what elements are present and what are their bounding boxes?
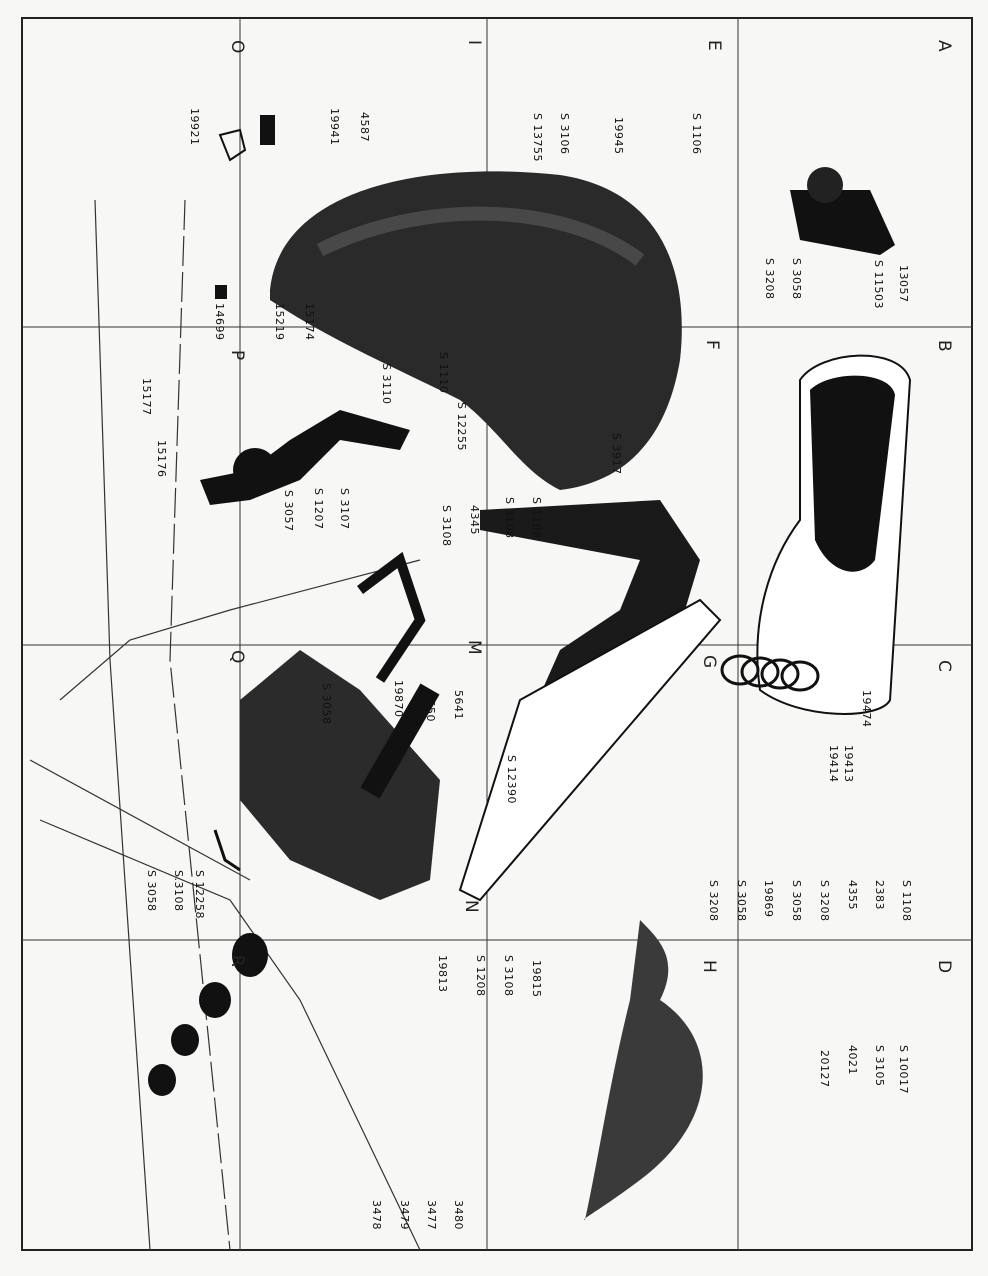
part-label: S 3105 xyxy=(873,1045,886,1087)
sheet-frame xyxy=(21,17,973,1251)
part-19921 xyxy=(218,128,247,162)
part-label: 5641 xyxy=(452,690,465,720)
part-label: S 3108 xyxy=(440,505,453,547)
part-15174-lever xyxy=(200,410,410,505)
part-13057 xyxy=(790,190,895,255)
part-label: 3480 xyxy=(452,1200,465,1230)
part-label: S 11503 xyxy=(872,260,885,309)
part-label: 19945 xyxy=(612,117,625,155)
part-label: S 3058 xyxy=(735,880,748,922)
part-label: S 1106 xyxy=(690,113,703,155)
grid-letter-b: B xyxy=(934,340,954,352)
part-19945-mudguard xyxy=(270,171,682,490)
part-label: 19813 xyxy=(436,955,449,993)
part-label: 19474 xyxy=(860,690,873,728)
part-label: S 12258 xyxy=(193,870,206,919)
part-label: 4587 xyxy=(358,112,371,142)
grid-letter-o: O xyxy=(227,40,247,54)
part-19815-footboard xyxy=(458,598,722,902)
grid-letter-q: Q xyxy=(227,650,247,664)
part-label: 14699 xyxy=(213,303,226,341)
part-bracket xyxy=(240,650,440,900)
part-label: S 3917 xyxy=(610,433,623,475)
part-label: 15177 xyxy=(140,378,153,416)
part-washers xyxy=(148,933,268,1096)
part-label: 5650 xyxy=(424,692,437,722)
part-14699 xyxy=(215,285,227,299)
grid-letter-c: C xyxy=(934,660,954,672)
part-label: S 3058 xyxy=(790,880,803,922)
part-label: S 1108 xyxy=(530,497,543,539)
grid-letter-f: F xyxy=(702,340,722,350)
part-label: 15174 xyxy=(303,303,316,341)
part-label: 19413 xyxy=(842,745,855,783)
part-19413-spring xyxy=(720,654,820,692)
part-label: 20127 xyxy=(818,1050,831,1088)
part-20127-cover xyxy=(584,920,703,1220)
grid-letter-h: H xyxy=(699,960,719,973)
part-label: S 3108 xyxy=(503,497,516,539)
part-label: S.3108 xyxy=(172,870,185,912)
grid-letter-m: M xyxy=(464,640,484,655)
part-label: S 3058 xyxy=(145,870,158,912)
part-label: S 3106 xyxy=(558,113,571,155)
part-label: S 3058 xyxy=(790,258,803,300)
part-19941 xyxy=(260,115,275,145)
grid-letter-i: I xyxy=(464,40,484,46)
part-label: 2383 xyxy=(873,880,886,910)
part-label: S 1208 xyxy=(474,955,487,997)
part-label: 4021 xyxy=(846,1045,859,1075)
part-label: 3477 xyxy=(425,1200,438,1230)
part-label: S 10017 xyxy=(897,1045,910,1094)
part-label: S 1110 xyxy=(437,352,450,394)
part-label: S 1207 xyxy=(312,488,325,530)
part-label: S 3208 xyxy=(707,880,720,922)
grid-letter-a: A xyxy=(934,40,954,52)
part-label: S 3108 xyxy=(502,955,515,997)
part-5650-shaft xyxy=(360,683,440,799)
part-label: 19815 xyxy=(530,960,543,998)
part-label: 4345 xyxy=(468,505,481,535)
part-label: 19414 xyxy=(827,745,840,783)
grid-letter-n: N xyxy=(461,900,481,913)
grid-letter-d: D xyxy=(934,960,954,974)
grid-letter-e: E xyxy=(704,40,724,51)
part-label: S 13755 xyxy=(531,113,544,162)
part-label: S 3058 xyxy=(320,683,333,725)
part-label: S 3110 xyxy=(380,363,393,405)
part-label: S 3057 xyxy=(282,490,295,532)
part-label: 3479 xyxy=(398,1200,411,1230)
part-label: 3478 xyxy=(370,1200,383,1230)
part-label: S 3208 xyxy=(818,880,831,922)
part-label: 15219 xyxy=(273,303,286,341)
part-label: 19921 xyxy=(188,108,201,146)
part-frame xyxy=(480,500,700,760)
part-label: S 12255 xyxy=(455,402,468,451)
part-label: 15176 xyxy=(155,440,168,478)
grid-letter-r: R xyxy=(227,955,247,967)
part-label: S 12390 xyxy=(505,755,518,804)
part-label: S 3107 xyxy=(338,488,351,530)
part-13057-boss xyxy=(807,167,843,203)
grid-letter-g: G xyxy=(699,655,719,669)
part-label: 4355 xyxy=(846,880,859,910)
part-label: 19941 xyxy=(328,108,341,146)
part-label: 19870 xyxy=(392,680,405,718)
part-label: S 3208 xyxy=(763,258,776,300)
grid-letter-p: P xyxy=(227,350,247,361)
part-label: 13057 xyxy=(897,265,910,303)
part-label: S 1108 xyxy=(900,880,913,922)
part-label: 19869 xyxy=(762,880,775,918)
